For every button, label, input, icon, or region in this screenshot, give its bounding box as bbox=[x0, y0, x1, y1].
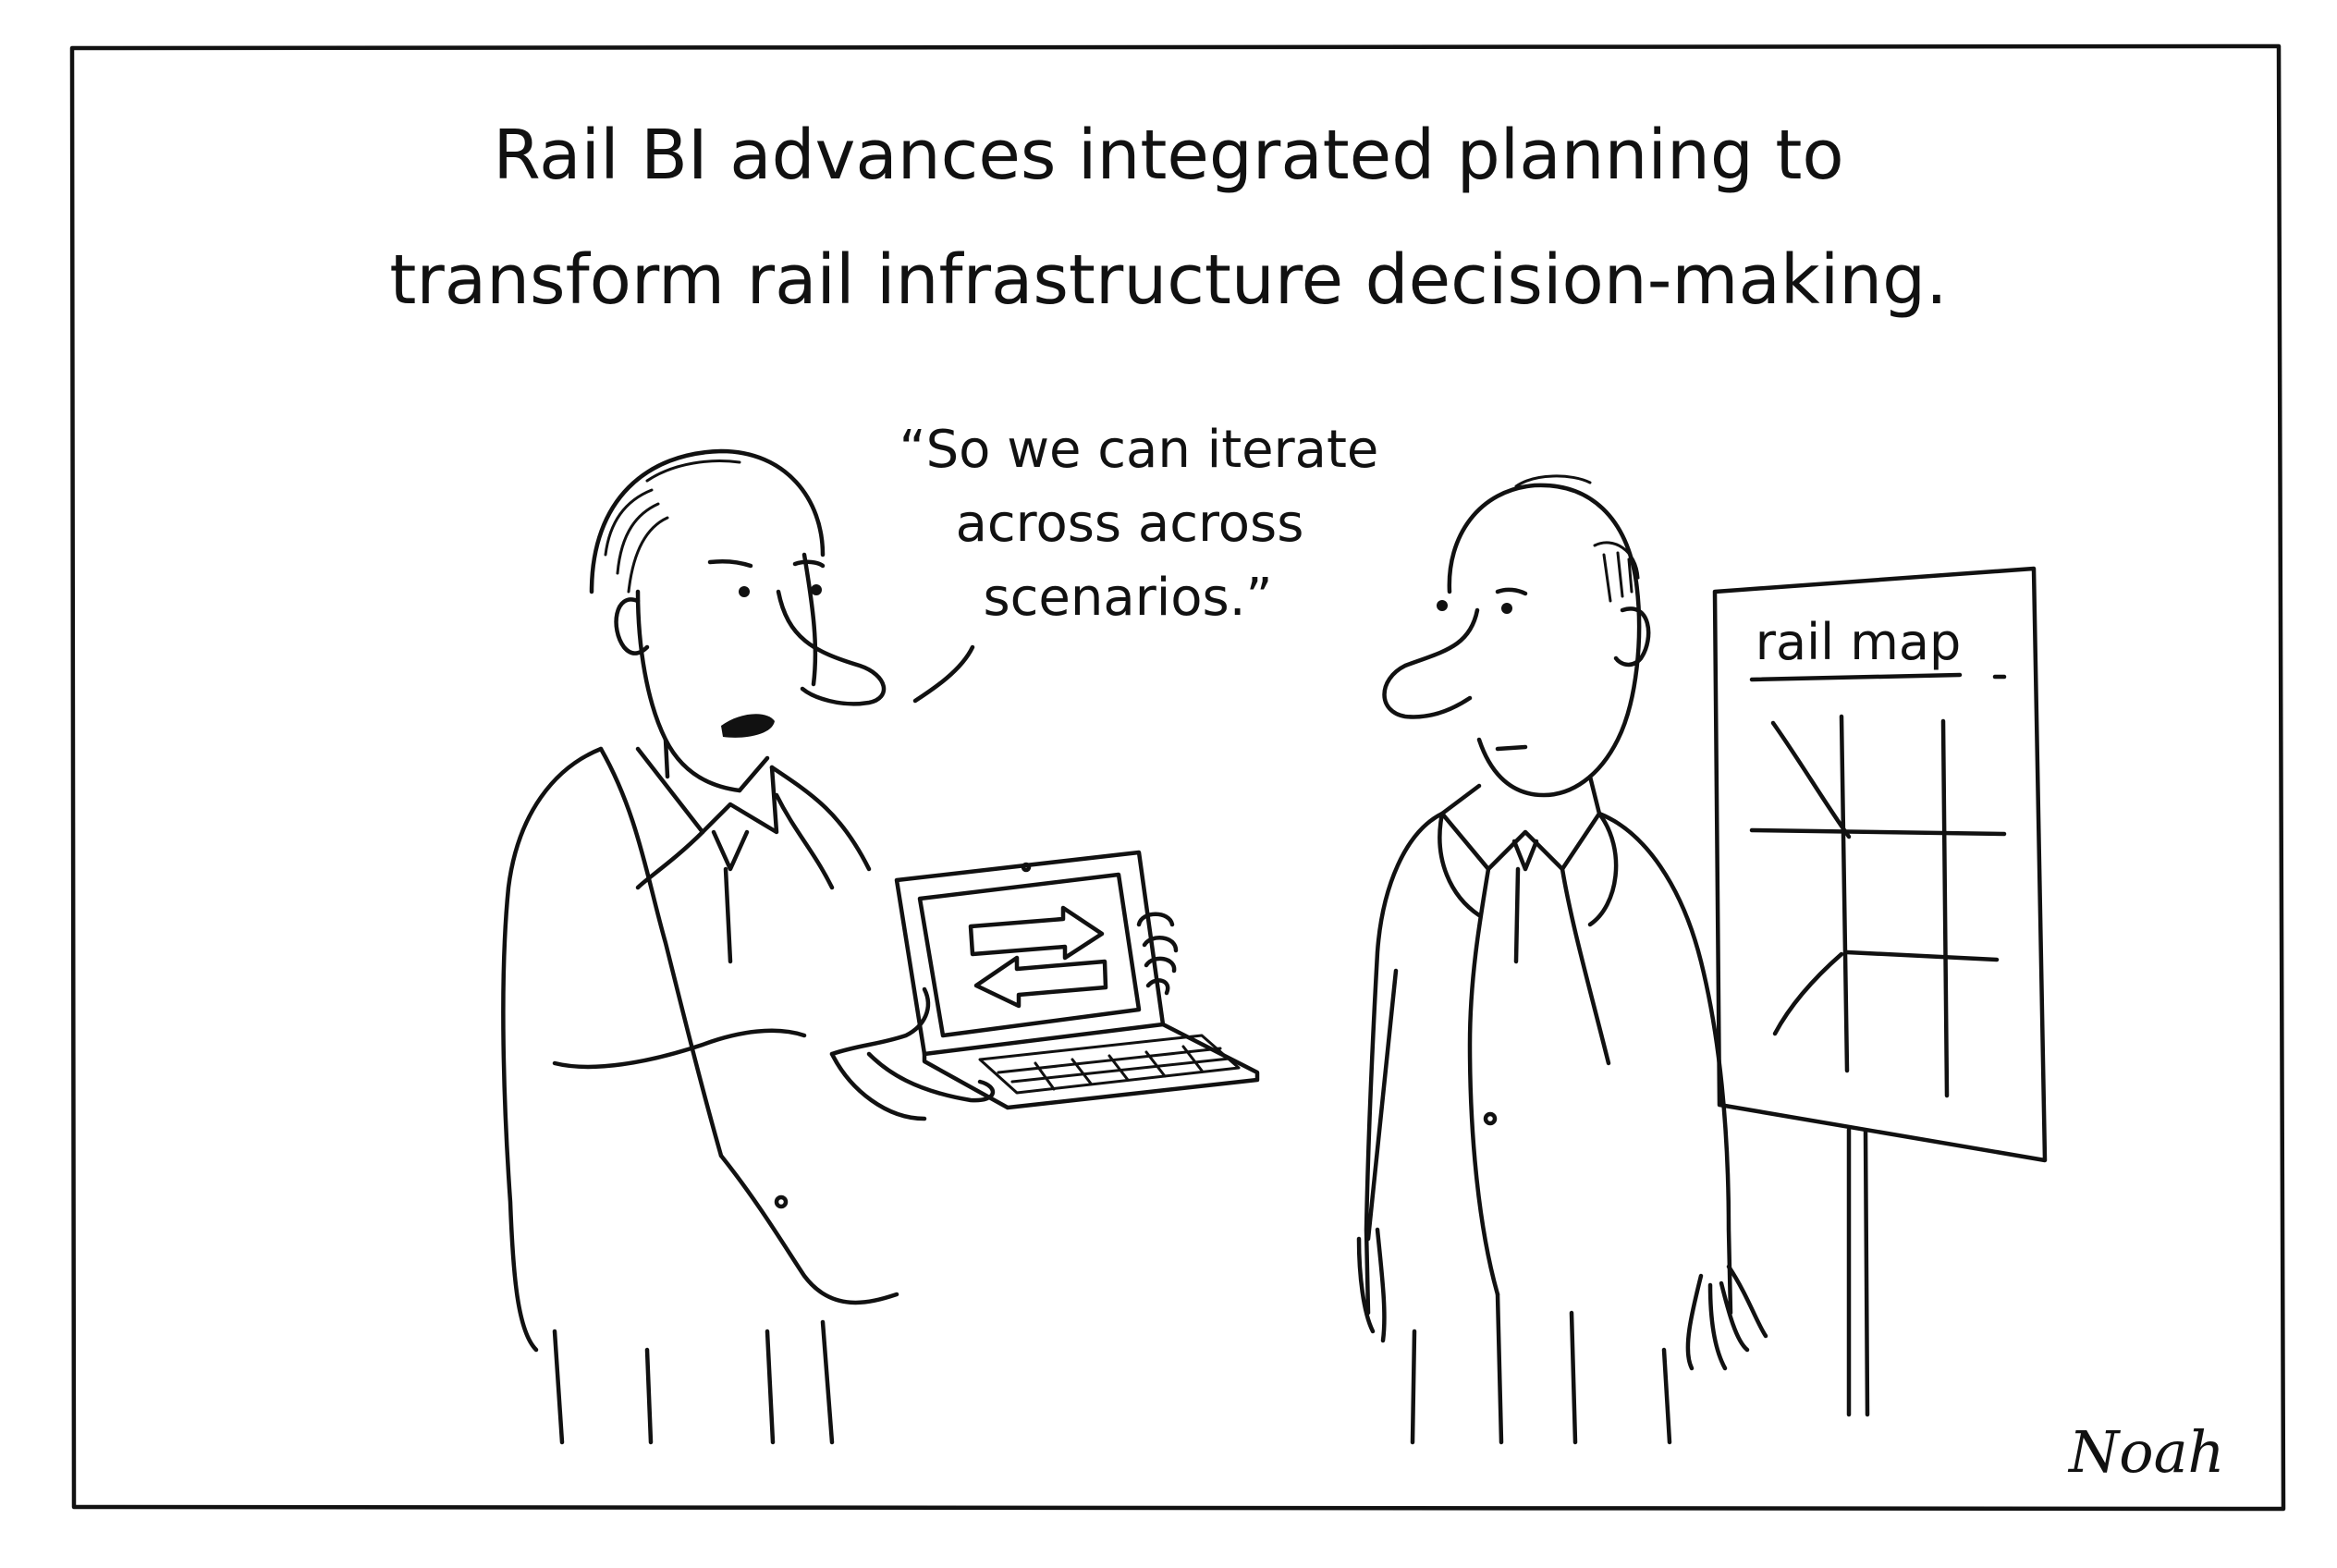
signature: Noah bbox=[2067, 1418, 2224, 1486]
easel: rail map bbox=[1712, 566, 2048, 1417]
left-man bbox=[501, 448, 996, 1445]
speech-line-3: scenarios.” bbox=[983, 568, 1272, 628]
easel-title: rail map bbox=[1756, 613, 1961, 671]
laptop-icon bbox=[894, 850, 1260, 1110]
caption-line-2: transform rail infrastructure decision-m… bbox=[389, 240, 1947, 320]
speech-tick bbox=[912, 644, 975, 704]
right-man bbox=[1356, 474, 1768, 1445]
caption-line-1: Rail BI advances integrated planning to bbox=[493, 116, 1843, 195]
speech-line-2: across across bbox=[956, 494, 1304, 554]
speech-line-1: “So we can iterate bbox=[899, 420, 1379, 480]
panel-border bbox=[69, 43, 2286, 1512]
left-hand bbox=[1136, 912, 1179, 996]
